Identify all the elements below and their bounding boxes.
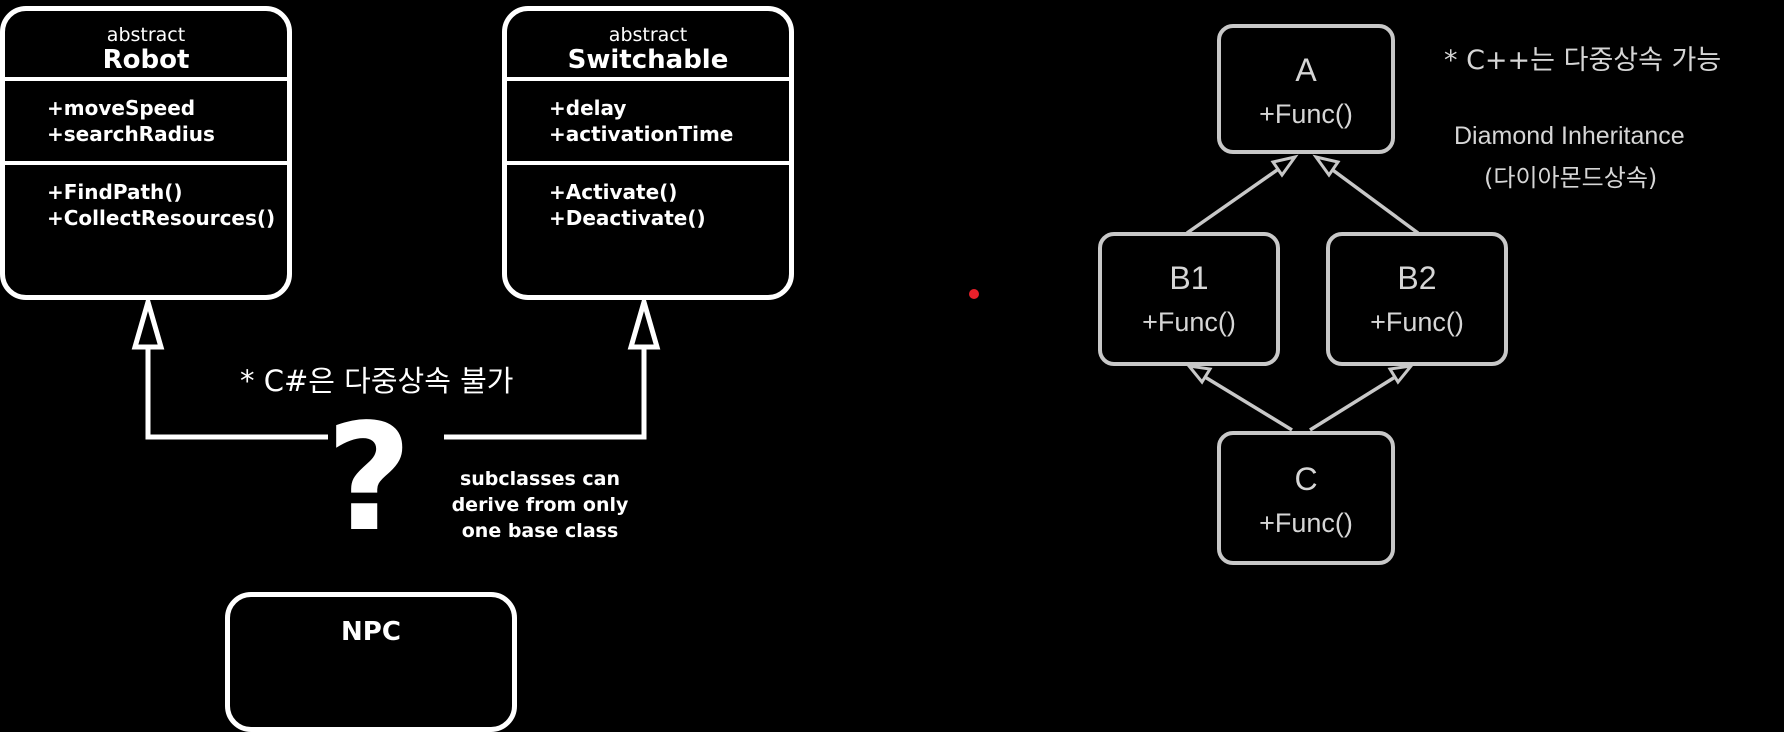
robot-attribute: +searchRadius	[47, 122, 215, 146]
c-to-b1-line	[1199, 372, 1293, 432]
class-box-b2: B2 +Func()	[1326, 232, 1508, 366]
robot-method: +CollectResources()	[47, 206, 276, 230]
robot-attribute: +moveSpeed	[47, 96, 196, 120]
cpp-multiple-inheritance-note: * C++는 다중상속 가능	[1444, 45, 1722, 76]
switchable-attribute: +delay	[549, 96, 627, 120]
switchable-attribute: +activationTime	[549, 122, 734, 146]
class-box-c: C +Func()	[1217, 431, 1395, 565]
single-inheritance-note-line: derive from only	[451, 494, 629, 516]
csharp-multiple-inheritance-note: * C#은 다중상속 불가	[240, 364, 514, 398]
switchable-class-box: abstract Switchable +delay +activationTi…	[502, 6, 794, 300]
npc-to-switchable-line	[444, 345, 647, 440]
diamond-inheritance-title: Diamond Inheritance	[1454, 122, 1685, 150]
switchable-class-name: Switchable	[567, 45, 729, 75]
question-mark: ?	[326, 392, 412, 564]
robot-attributes: +moveSpeed +searchRadius	[5, 81, 287, 165]
robot-class-box: abstract Robot +moveSpeed +searchRadius …	[0, 6, 292, 300]
a-arrowhead-right	[1312, 154, 1341, 178]
single-inheritance-note: subclasses can derive from only one base…	[450, 466, 630, 544]
b2-arrowhead	[1387, 363, 1415, 385]
class-box-a: A +Func()	[1217, 24, 1395, 154]
robot-inheritance-arrowhead	[131, 292, 165, 350]
npc-class-name: NPC	[341, 617, 401, 647]
switchable-methods: +Activate() +Deactivate()	[507, 165, 789, 231]
diamond-inheritance-subtitle: (다이아몬드상속)	[1484, 164, 1658, 192]
b2-to-a-line	[1328, 166, 1420, 235]
class-b1-func: +Func()	[1142, 307, 1236, 337]
connector-layer	[131, 154, 1420, 440]
npc-class-box: NPC	[225, 592, 517, 732]
single-inheritance-note-line: one base class	[461, 520, 619, 542]
pointer-dot	[969, 289, 979, 299]
npc-to-robot-line	[145, 345, 328, 440]
robot-method: +FindPath()	[47, 180, 183, 204]
switchable-class-header: abstract Switchable	[507, 11, 789, 81]
switchable-stereotype: abstract	[608, 24, 688, 46]
switchable-attributes: +delay +activationTime	[507, 81, 789, 165]
switchable-method: +Activate()	[549, 180, 678, 204]
class-c-func: +Func()	[1259, 508, 1353, 538]
robot-methods: +FindPath() +CollectResources()	[5, 165, 287, 231]
class-a-func: +Func()	[1259, 99, 1353, 129]
class-a-name: A	[1295, 52, 1317, 88]
robot-stereotype: abstract	[106, 24, 186, 46]
switchable-inheritance-arrowhead	[627, 292, 661, 350]
a-arrowhead-left	[1270, 154, 1299, 178]
b1-to-a-line	[1185, 166, 1282, 235]
c-to-b2-line	[1309, 372, 1401, 432]
class-c-name: C	[1294, 461, 1318, 497]
robot-class-name: Robot	[102, 45, 190, 75]
switchable-method: +Deactivate()	[549, 206, 706, 230]
class-b2-func: +Func()	[1370, 307, 1464, 337]
b1-arrowhead	[1185, 363, 1213, 385]
robot-class-header: abstract Robot	[5, 11, 287, 81]
single-inheritance-note-line: subclasses can	[459, 468, 621, 490]
class-b2-name: B2	[1397, 260, 1437, 296]
class-box-b1: B1 +Func()	[1098, 232, 1280, 366]
class-b1-name: B1	[1169, 260, 1209, 296]
